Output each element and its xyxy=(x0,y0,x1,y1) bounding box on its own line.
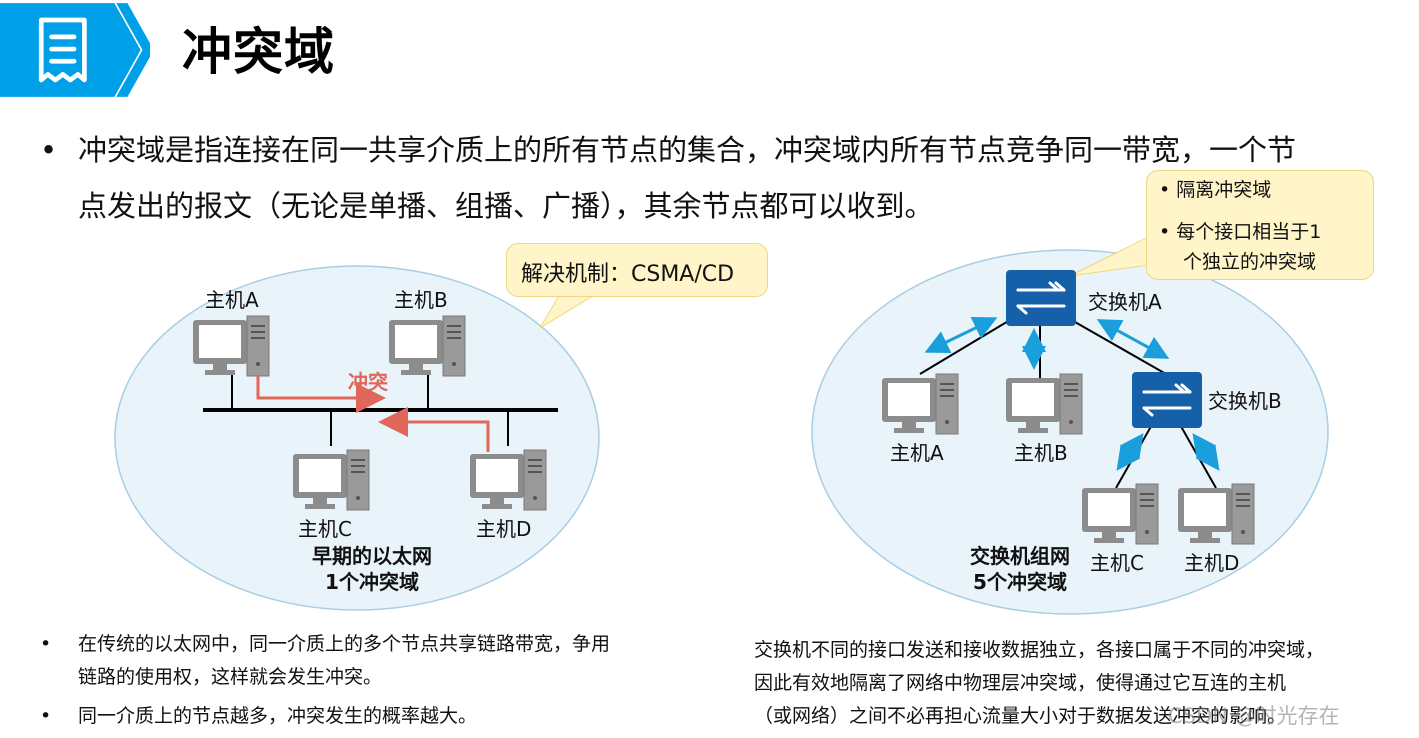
page-title: 冲突域 xyxy=(182,23,335,81)
switch-host-a-label: 主机A xyxy=(890,441,944,465)
switch-host-d-label: 主机D xyxy=(1184,551,1240,575)
host-c-label: 主机C xyxy=(298,517,352,541)
callout-item-per-port-line2: 个独立的冲突域 xyxy=(1183,251,1317,273)
right-caption-line2: 5个冲突域 xyxy=(973,570,1067,594)
watermark: CSDN @时光存在 xyxy=(1168,704,1340,728)
collision-arrow-2 xyxy=(378,407,490,452)
bullet-1-line-1: 在传统的以太网中，同一介质上的多个节点共享链路带宽，争用 xyxy=(78,633,611,655)
collision-label: 冲突 xyxy=(348,370,388,394)
csma-cd-callout-text: 解决机制：CSMA/CD xyxy=(521,262,735,287)
bottom-right-paragraph: 交换机不同的接口发送和接收数据独立，各接口属于不同的冲突域， 因此有效地隔离了网… xyxy=(754,634,1419,733)
bottom-right-line-2: 因此有效地隔离了网络中物理层冲突域，使得通过它互连的主机 xyxy=(754,672,1287,694)
collision-arrow-1 xyxy=(256,375,386,413)
link-arrow-a-hosta xyxy=(924,317,998,353)
link-arrow-b-hostd xyxy=(1192,433,1220,471)
isolation-callout: • 隔离冲突域 • 每个接口相当于1 个独立的冲突域 xyxy=(1146,170,1374,280)
left-caption-line2: 1个冲突域 xyxy=(325,570,419,594)
bottom-bullet-1: • 在传统的以太网中，同一介质上的多个节点共享链路带宽，争用 链路的使用权，这样… xyxy=(40,628,720,694)
left-caption-line1: 早期的以太网 xyxy=(312,544,432,568)
link-arrow-b-hostc xyxy=(1116,433,1144,471)
document-icon xyxy=(38,17,87,83)
switch-a-label: 交换机A xyxy=(1088,290,1162,314)
switch-b-icon xyxy=(1130,370,1204,430)
switch-a-icon xyxy=(1004,268,1078,328)
switch-host-c-label: 主机C xyxy=(1090,551,1144,575)
bottom-right-line-1: 交换机不同的接口发送和接收数据独立，各接口属于不同的冲突域， xyxy=(754,639,1325,661)
bottom-left-notes: • 在传统的以太网中，同一介质上的多个节点共享链路带宽，争用 链路的使用权，这样… xyxy=(40,628,720,733)
header-banner xyxy=(0,3,150,97)
bullet-1-line-2: 链路的使用权，这样就会发生冲突。 xyxy=(78,666,383,688)
callout-item-isolate: 隔离冲突域 xyxy=(1176,179,1272,201)
callout-item-per-port-line1: 每个接口相当于1 xyxy=(1176,221,1322,243)
left-diagram-caption: 早期的以太网 1个冲突域 xyxy=(272,543,472,595)
intro-line-1: 冲突域是指连接在同一共享介质上的所有节点的集合，冲突域内所有节点竞争同一带宽，一… xyxy=(78,133,1297,167)
bottom-bullet-2: • 同一介质上的节点越多，冲突发生的概率越大。 xyxy=(40,700,720,733)
link-arrow-a-switchb xyxy=(1096,319,1170,359)
switch-host-b-label: 主机B xyxy=(1014,441,1068,465)
switch-b-label: 交换机B xyxy=(1208,389,1282,413)
right-diagram-caption: 交换机组网 5个冲突域 xyxy=(920,543,1120,595)
csma-cd-callout: 解决机制：CSMA/CD xyxy=(506,243,768,297)
host-a-label: 主机A xyxy=(205,288,259,312)
right-caption-line1: 交换机组网 xyxy=(970,544,1070,568)
bullet-2-text: 同一介质上的节点越多，冲突发生的概率越大。 xyxy=(78,705,478,727)
intro-bullet: • xyxy=(40,133,58,167)
host-d-label: 主机D xyxy=(476,517,532,541)
intro-line-2: 点发出的报文（无论是单播、组播、广播），其余节点都可以收到。 xyxy=(78,189,934,223)
host-b-label: 主机B xyxy=(394,288,448,312)
bottom-right-line-3: （或网络）之间不必再担心流量大小对于数据发送冲突的影响。 xyxy=(754,705,1287,727)
